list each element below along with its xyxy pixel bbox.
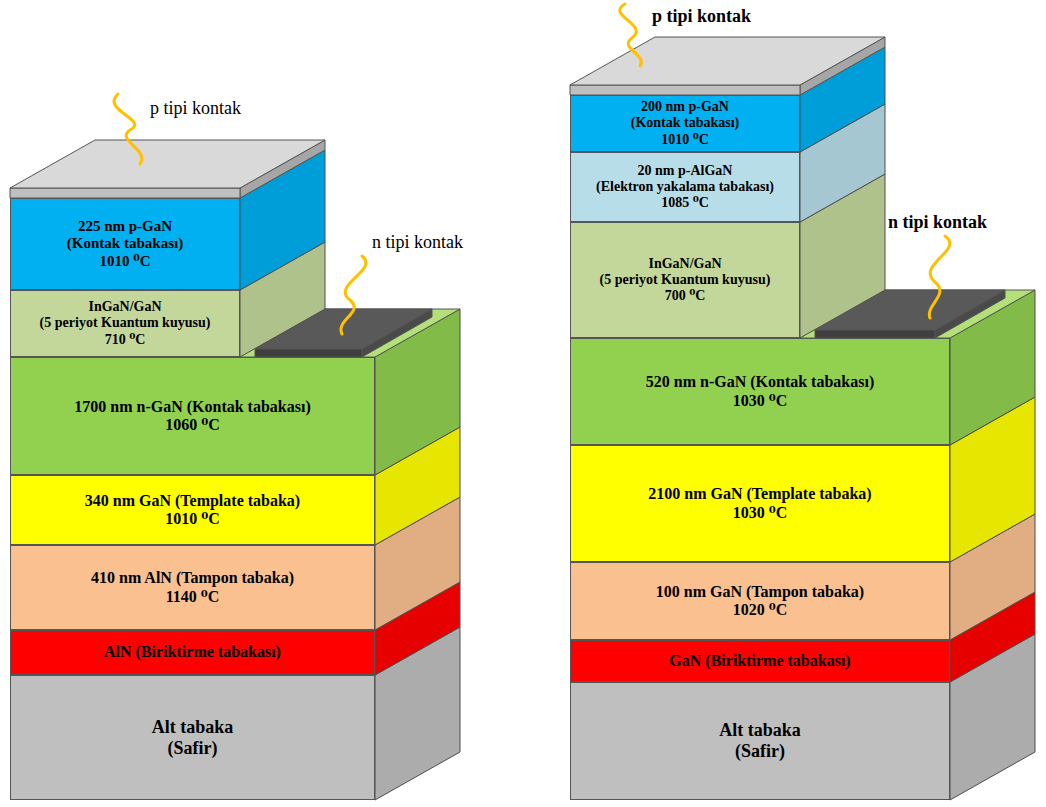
layer-text: 700 ⁰C: [665, 288, 706, 304]
layer-box: 20 nm p-AlGaN(Elektron yakalama tabakası…: [570, 152, 800, 222]
contact-label: n tipi kontak: [372, 232, 463, 253]
layer-text: 2100 nm GaN (Template tabaka): [648, 485, 871, 503]
layer-box: 100 nm GaN (Tampon tabaka)1020 ⁰C: [570, 562, 950, 640]
n-contact-pad-side: [362, 309, 432, 357]
layer-text: 1010 ⁰C: [99, 253, 150, 270]
layer-text: 1010 ⁰C: [661, 132, 709, 148]
contact-wire: [929, 236, 949, 318]
layer-text: GaN (Biriktirme tabakası): [669, 652, 850, 670]
layer-box: 2100 nm GaN (Template tabaka)1030 ⁰C: [570, 445, 950, 562]
contact-wire: [620, 4, 642, 66]
layer-text: 520 nm n-GaN (Kontak tabakası): [646, 373, 874, 391]
layer-text: 1085 ⁰C: [661, 195, 709, 211]
layer-text: (5 periyot Kuantum kuyusu): [600, 272, 771, 288]
contact-label: p tipi kontak: [652, 6, 751, 27]
layer-text: (Kontak tabakası): [67, 235, 183, 252]
layer-box: Alt tabaka (Safir): [10, 675, 375, 800]
p-contact-front: [10, 188, 240, 198]
layer-box: 410 nm AlN (Tampon tabaka)1140 ⁰C: [10, 545, 375, 630]
layer-text: 710 ⁰C: [105, 332, 146, 348]
layer-text: 340 nm GaN (Template tabaka): [85, 492, 300, 510]
layer-box: InGaN/GaN(5 periyot Kuantum kuyusu)700 ⁰…: [570, 222, 800, 338]
layer-text: InGaN/GaN: [648, 256, 721, 272]
layer-text: 20 nm p-AlGaN: [638, 163, 733, 179]
layer-text: (Kontak tabakası): [631, 115, 740, 131]
layer-text: Alt tabaka (Safir): [135, 717, 250, 758]
p-contact-top: [570, 37, 885, 85]
layer-text: 410 nm AlN (Tampon tabaka): [91, 569, 294, 587]
layer-box: 1700 nm n-GaN (Kontak tabakası)1060 ⁰C: [10, 357, 375, 475]
p-contact-front: [570, 85, 800, 95]
layer-text: InGaN/GaN: [88, 299, 161, 315]
n-contact-pad-front: [255, 349, 362, 357]
layer-box: 520 nm n-GaN (Kontak tabakası)1030 ⁰C: [570, 338, 950, 445]
contact-label: n tipi kontak: [888, 212, 987, 233]
contact-wire: [114, 94, 142, 164]
n-contact-pad-side: [935, 290, 1005, 338]
layer-box: AlN (Biriktirme tabakası): [10, 630, 375, 675]
layer-text: 1700 nm n-GaN (Kontak tabakası): [74, 398, 310, 416]
layer-box: Alt tabaka (Safir): [570, 682, 950, 800]
layer-text: 1010 ⁰C: [165, 510, 220, 528]
layer-text: (5 periyot Kuantum kuyusu): [40, 315, 211, 331]
layer-box: InGaN/GaN(5 periyot Kuantum kuyusu)710 ⁰…: [10, 290, 240, 357]
layer-text: 1030 ⁰C: [733, 392, 788, 410]
layer-box: 340 nm GaN (Template tabaka)1010 ⁰C: [10, 475, 375, 545]
layer-text: 1020 ⁰C: [733, 601, 788, 619]
layer-box: 225 nm p-GaN(Kontak tabakası)1010 ⁰C: [10, 198, 240, 290]
layer-text: 1140 ⁰C: [166, 588, 220, 606]
layer-text: (Elektron yakalama tabakası): [596, 179, 774, 195]
n-contact-pad-front: [815, 330, 935, 338]
contact-wire: [341, 256, 366, 334]
layer-text: 200 nm p-GaN: [641, 99, 729, 115]
p-contact-top: [10, 140, 325, 188]
layer-text: 1030 ⁰C: [733, 504, 788, 522]
layer-text: Alt tabaka (Safir): [703, 720, 818, 761]
layer-box: 200 nm p-GaN(Kontak tabakası)1010 ⁰C: [570, 95, 800, 152]
layer-box: GaN (Biriktirme tabakası): [570, 640, 950, 682]
layer-text: 1060 ⁰C: [165, 416, 220, 434]
layer-text: AlN (Biriktirme tabakası): [104, 643, 281, 661]
contact-label: p tipi kontak: [150, 98, 241, 119]
layer-text: 225 nm p-GaN: [78, 218, 172, 235]
layer-text: 100 nm GaN (Tampon tabaka): [656, 583, 864, 601]
